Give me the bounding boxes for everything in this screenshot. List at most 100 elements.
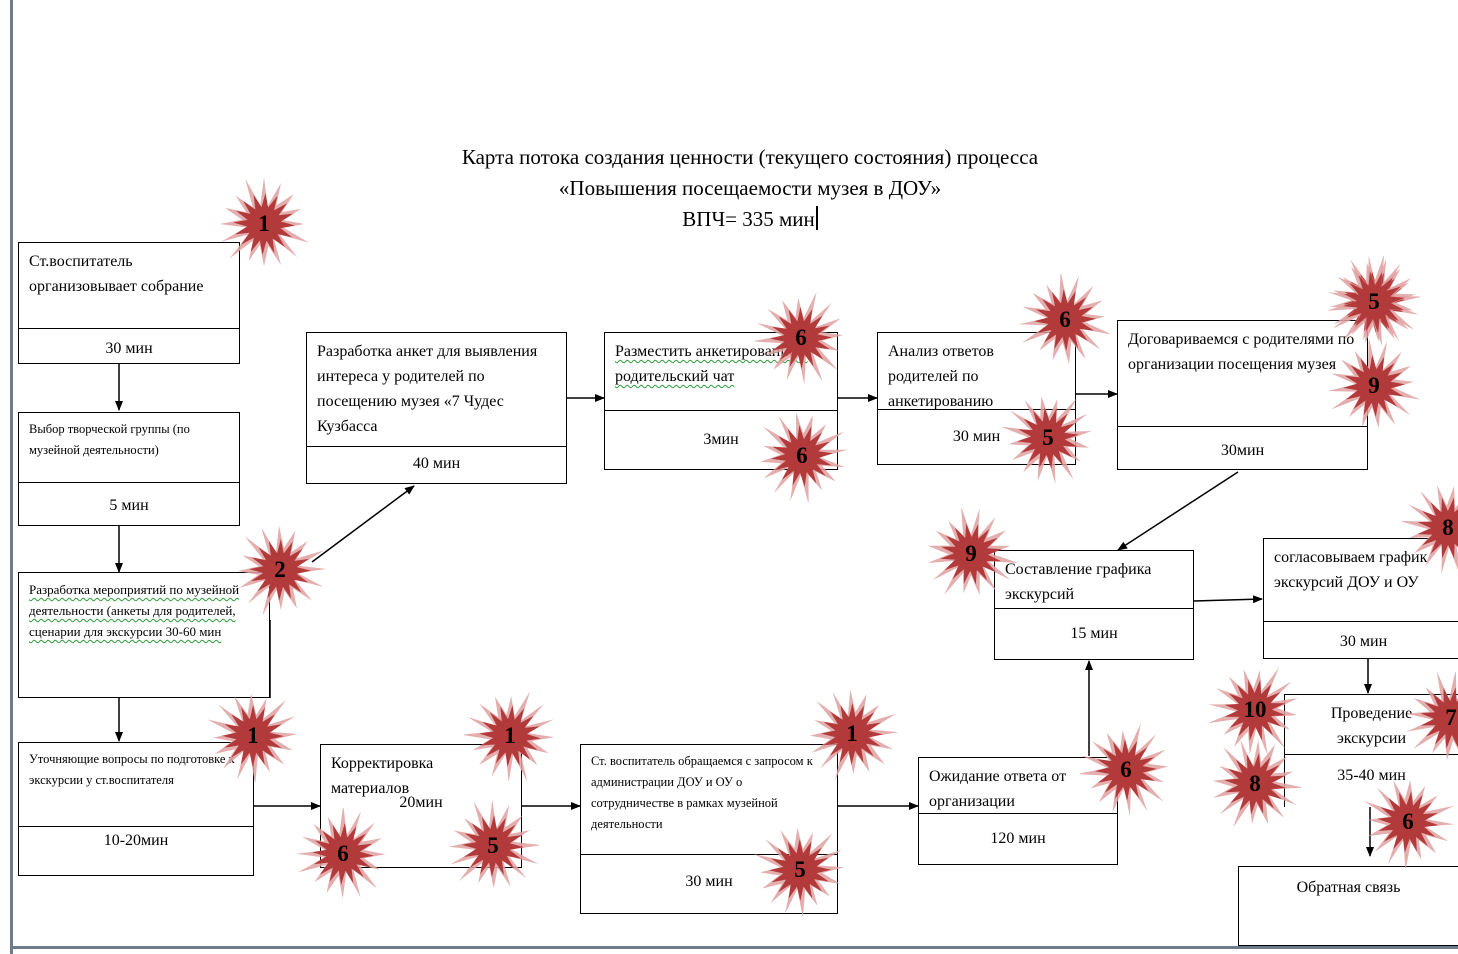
burst-marker: 1 [218,178,310,270]
arrow-b8-b9 [1117,471,1239,551]
step-text: Выбор творческой группы (по музейной дея… [29,422,190,457]
step-text: Составление графика экскурсий [1005,561,1152,603]
step-box-clarifying-questions: Уточняющие вопросы по подготовке к экску… [18,742,254,876]
burst-shape [1328,256,1416,346]
burst-marker: 6 [1019,274,1111,366]
step-time: 120 мин [919,813,1117,864]
step-time: 30 мин [1264,621,1458,658]
step-box-wait-response: Ожидание ответа от организации 120 мин [918,757,1118,865]
burst-shape [1364,779,1454,868]
step-time: 20мин [399,794,443,811]
step-time: 30 мин [878,409,1075,464]
burst-marker: 1 [207,690,299,782]
burst-number: 7 [1445,705,1457,730]
burst-shape [207,693,298,782]
burst-number: 6 [337,841,349,866]
step-time: 40 мин [307,446,566,483]
step-text: Ожидание ответа от организации [929,768,1067,810]
page-bottom-edge [10,946,1458,949]
burst-marker: 6 [755,292,847,384]
burst-shape [297,808,386,899]
step-box-creative-group: Выбор творческой группы (по музейной дея… [18,412,240,526]
arrow-to-b5 [311,485,415,563]
burst-shape [448,800,539,889]
burst-marker: 5 [1002,392,1094,484]
title-line-3: ВПЧ= 335 мин [300,204,1200,235]
burst-number: 6 [795,325,807,350]
burst-marker: 9 [1328,340,1420,432]
burst-shape [1019,274,1111,365]
step-text: Ст. воспитатель обращаемся с запросом к … [591,754,813,831]
step-time: 15 мин [995,608,1193,659]
step-time: 35-40 мин [1285,754,1458,807]
burst-number: 6 [1120,757,1132,782]
step-box-feedback: Обратная связь [1238,866,1458,946]
page-left-edge [10,0,13,954]
burst-shape [1328,340,1420,428]
text-cursor [815,206,818,230]
burst-number: 9 [965,541,977,566]
burst-marker: 1 [464,690,556,782]
burst-number: 6 [796,443,808,468]
burst-number: 6 [1402,809,1414,834]
burst-marker: 9 [925,508,1017,600]
step-text: Проведение экскурсии [1330,705,1413,747]
burst-marker: 6 [297,808,389,900]
burst-marker: 1 [806,688,898,780]
title-line-2: «Повышения посещаемости музея в ДОУ» [558,176,942,200]
burst-number: 6 [1059,307,1071,332]
burst-shape [1209,667,1298,755]
step-text: Разместить анкетирование в родительский … [615,343,808,385]
burst-shape [755,292,844,384]
burst-number: 1 [258,211,270,236]
step-text: Обратная связь [1296,879,1401,896]
arrow-b9-b10 [1193,595,1263,604]
step-box-schedule: Составление графика экскурсий 15 мин [994,550,1194,660]
step-box-meeting: Ст.воспитатель организовывает собрание 3… [18,242,240,364]
burst-number: 1 [504,723,516,748]
burst-number: 5 [1368,289,1380,314]
burst-marker: 5 [754,824,846,916]
burst-shape [754,827,845,916]
burst-shape [1212,739,1301,828]
step-time: 10-20мин [19,826,253,875]
burst-marker: 8 [1209,738,1301,830]
step-time: 30 мин [581,854,837,913]
burst-marker: 7 [1405,672,1458,764]
step-box-develop-questionnaires: Разработка анкет для выявления интереса … [306,332,567,484]
burst-shape [219,178,310,267]
burst-shape [1406,672,1458,760]
step-time: 5 мин [19,482,239,525]
step-text: Корректировка материалов [331,755,434,797]
diagram-title: Карта потока создания ценности (текущего… [300,142,1200,235]
burst-number: 2 [274,557,286,582]
burst-marker: 5 [447,800,539,892]
step-box-coordinate-schedule: согласовываем график экскурсий ДОУ и ОУ … [1263,538,1458,659]
burst-number: 10 [1243,697,1267,722]
step-text: Уточняющие вопросы по подготовке к экску… [29,752,235,787]
step-text: Договариваемся с родителями по организац… [1128,331,1355,373]
burst-shape [809,689,898,780]
title-line-1: Карта потока создания ценности (текущего… [461,145,1039,169]
burst-marker: 2 [234,524,326,616]
burst-shape [1002,396,1092,484]
burst-shape [1080,724,1169,816]
burst-shape [760,412,848,502]
step-text: Анализ ответов родителей по анкетировани… [888,343,994,410]
burst-number: 1 [247,723,259,748]
burst-number: 5 [794,857,806,882]
step-text: Разработка мероприятий по музейной деяте… [29,582,240,639]
step-time: 30мин [1118,426,1367,469]
burst-marker: 8 [1402,482,1458,574]
burst-marker: 6 [756,410,848,502]
burst-number: 9 [1368,373,1380,398]
step-text: Разработка анкет для выявления интереса … [317,343,538,435]
step-time: 3мин [605,410,837,469]
step-box-museum-activities: Разработка мероприятий по музейной деяте… [18,572,270,698]
step-text: согласовываем график экскурсий ДОУ и ОУ [1274,549,1428,591]
burst-marker: 6 [1080,724,1172,816]
burst-shape [1402,485,1458,574]
step-text: Ст.воспитатель организовывает собрание [29,253,204,295]
burst-number: 5 [487,833,499,858]
burst-shape [464,691,555,782]
